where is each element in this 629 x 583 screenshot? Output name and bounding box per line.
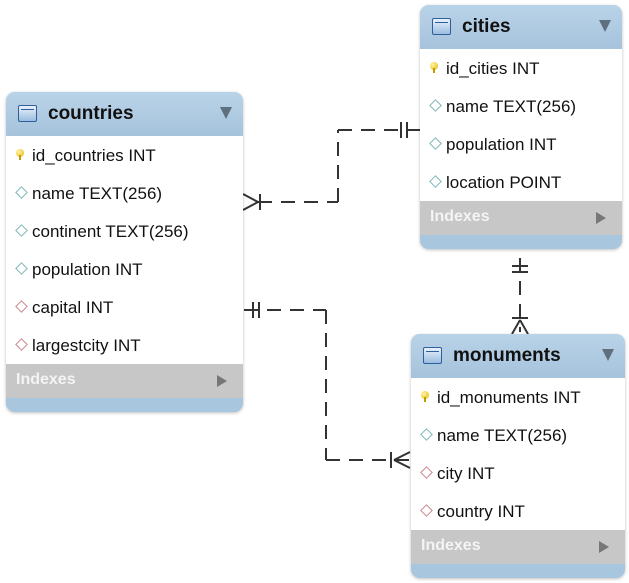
primary-key-icon	[421, 391, 429, 402]
column-row[interactable]: city INT	[411, 454, 625, 492]
indexes-label: Indexes	[421, 537, 481, 554]
column-label: population INT	[32, 260, 143, 279]
column-row[interactable]: name TEXT(256)	[6, 174, 243, 212]
table-title: cities	[462, 16, 511, 37]
table-icon	[18, 105, 37, 122]
column-label: largestcity INT	[32, 336, 141, 355]
foreign-key-diamond-icon	[420, 504, 433, 517]
collapse-triangle-icon[interactable]	[599, 20, 611, 32]
primary-key-icon	[16, 149, 24, 160]
crows-foot-many-mark	[393, 451, 411, 461]
indexes-label: Indexes	[430, 208, 490, 225]
table-title: countries	[48, 103, 134, 124]
relationship-cities-monuments	[511, 258, 529, 335]
crows-foot-many-mark	[519, 319, 529, 335]
column-row[interactable]: largestcity INT	[6, 326, 243, 364]
crows-foot-many-mark	[242, 201, 259, 211]
column-label: id_monuments INT	[437, 388, 581, 407]
column-diamond-icon	[429, 99, 442, 112]
column-label: name TEXT(256)	[32, 184, 163, 203]
indexes-bar[interactable]: Indexes	[420, 201, 622, 235]
table-cities[interactable]: cities id_cities INT name TEXT(256) popu…	[420, 5, 622, 249]
expand-arrow-icon[interactable]	[599, 541, 609, 553]
primary-key-icon	[430, 62, 438, 73]
column-diamond-icon	[15, 186, 28, 199]
indexes-label: Indexes	[16, 371, 76, 388]
table-footer	[420, 235, 622, 249]
table-header[interactable]: cities	[420, 5, 622, 49]
column-row[interactable]: name TEXT(256)	[411, 416, 625, 454]
column-diamond-icon	[429, 175, 442, 188]
column-label: name TEXT(256)	[437, 426, 568, 445]
column-row[interactable]: location POINT	[420, 163, 622, 201]
column-row[interactable]: country INT	[411, 492, 625, 530]
table-footer	[6, 398, 243, 412]
column-label: country INT	[437, 502, 525, 521]
column-diamond-icon	[420, 428, 433, 441]
column-row[interactable]: id_cities INT	[420, 49, 622, 87]
column-row[interactable]: id_countries INT	[6, 136, 243, 174]
indexes-bar[interactable]: Indexes	[411, 530, 625, 564]
column-diamond-icon	[429, 137, 442, 150]
relationship-countries-monuments	[244, 302, 411, 469]
column-row[interactable]: id_monuments INT	[411, 378, 625, 416]
column-row[interactable]: name TEXT(256)	[420, 87, 622, 125]
table-countries[interactable]: countries id_countries INT name TEXT(256…	[6, 92, 243, 412]
column-diamond-icon	[15, 224, 28, 237]
column-label: continent TEXT(256)	[32, 222, 189, 241]
table-footer	[411, 564, 625, 578]
column-label: id_cities INT	[446, 59, 540, 78]
column-label: location POINT	[446, 173, 562, 192]
table-icon	[423, 347, 442, 364]
column-row[interactable]: population INT	[6, 250, 243, 288]
table-header[interactable]: monuments	[411, 334, 625, 378]
column-row[interactable]: population INT	[420, 125, 622, 163]
column-label: name TEXT(256)	[446, 97, 577, 116]
table-icon	[432, 18, 451, 35]
crows-foot-many-mark	[393, 459, 411, 469]
column-label: id_countries INT	[32, 146, 156, 165]
column-row[interactable]: continent TEXT(256)	[6, 212, 243, 250]
crows-foot-many-mark	[511, 319, 521, 335]
collapse-triangle-icon[interactable]	[602, 349, 614, 361]
column-diamond-icon	[15, 262, 28, 275]
expand-arrow-icon[interactable]	[596, 212, 606, 224]
foreign-key-diamond-icon	[15, 338, 28, 351]
column-label: population INT	[446, 135, 557, 154]
column-label: city INT	[437, 464, 495, 483]
crows-foot-many-mark	[242, 193, 259, 203]
column-row[interactable]: capital INT	[6, 288, 243, 326]
foreign-key-diamond-icon	[15, 300, 28, 313]
foreign-key-diamond-icon	[420, 466, 433, 479]
table-title: monuments	[453, 345, 561, 366]
collapse-triangle-icon[interactable]	[220, 107, 232, 119]
expand-arrow-icon[interactable]	[217, 375, 227, 387]
indexes-bar[interactable]: Indexes	[6, 364, 243, 398]
column-label: capital INT	[32, 298, 114, 317]
table-monuments[interactable]: monuments id_monuments INT name TEXT(256…	[411, 334, 625, 578]
table-header[interactable]: countries	[6, 92, 243, 136]
relationship-countries-cities	[242, 122, 420, 211]
